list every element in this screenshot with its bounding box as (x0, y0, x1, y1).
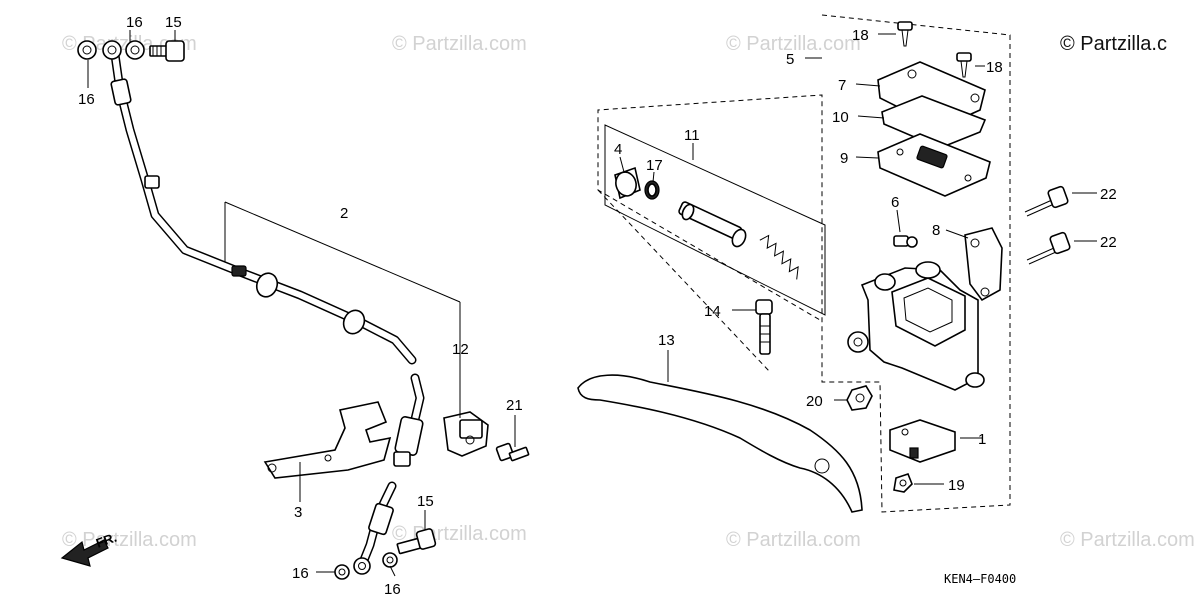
callout-19: 19 (948, 477, 965, 494)
callout-18-right: 18 (986, 59, 1003, 76)
callout-2: 2 (340, 205, 348, 222)
watermark: © Partzilla.com (392, 33, 527, 55)
holder-bolt-upper (1024, 185, 1097, 217)
callout-6: 6 (891, 194, 899, 211)
callout-4: 4 (614, 141, 622, 158)
callout-15-bottom: 15 (417, 493, 434, 510)
master-cylinder-holder (945, 227, 1003, 302)
watermark: © Partzilla.com (726, 33, 861, 55)
reservoir-bolt (893, 209, 918, 248)
callout-22-upper: 22 (1100, 186, 1117, 203)
callout-16-top: 16 (126, 14, 143, 31)
callout-9: 9 (840, 150, 848, 167)
callout-3: 3 (294, 504, 302, 521)
watermark-layer: © Partzilla.com © Partzilla.com © Partzi… (62, 33, 1195, 551)
callout-12: 12 (452, 341, 469, 358)
lever-pivot-bolt (732, 299, 773, 355)
callout-16-left: 16 (78, 91, 95, 108)
upper-brake-hose (102, 40, 417, 365)
circlip (644, 180, 660, 200)
piston-spring (759, 234, 799, 280)
bottom-fittings (334, 528, 437, 580)
cover-screw-top (897, 21, 913, 47)
master-cylinder-body (847, 261, 985, 391)
top-left-fittings (77, 40, 185, 62)
hose-stay-bracket (263, 401, 392, 479)
holder-bolt-lower (1026, 231, 1097, 265)
callout-11: 11 (684, 127, 700, 144)
piston-boot (614, 166, 641, 200)
bolt-21 (495, 442, 530, 462)
switch-screw (893, 473, 944, 493)
watermark-corner: © Partzilla.c (1060, 33, 1167, 55)
callout-17: 17 (646, 157, 663, 174)
banjo-bolt-top (149, 40, 185, 62)
watermark: © Partzilla.com (1060, 529, 1195, 551)
callout-13: 13 (658, 332, 675, 349)
callout-1: 1 (978, 431, 986, 448)
callout-5: 5 (786, 51, 794, 68)
front-direction-indicator: FR. (60, 530, 119, 567)
callout-8: 8 (932, 222, 940, 239)
pivot-nut (834, 385, 873, 411)
brake-lever (577, 350, 863, 513)
left-leader-lines (87, 30, 516, 577)
callouts: 1 2 3 4 5 6 7 8 9 10 11 12 13 14 15 15 1… (78, 14, 1117, 598)
piston (678, 201, 747, 248)
callout-22-lower: 22 (1100, 234, 1117, 251)
arrow-left-icon (60, 539, 109, 567)
callout-21: 21 (506, 397, 523, 414)
lower-brake-hose (353, 373, 425, 575)
callout-10: 10 (832, 109, 849, 126)
master-cylinder-group-outline (597, 14, 1011, 513)
banjo-bolt-bottom (396, 528, 437, 555)
callout-14: 14 (704, 303, 721, 320)
piston-kit-bracket (604, 124, 826, 316)
diaphragm (855, 133, 991, 197)
watermark: © Partzilla.com (726, 529, 861, 551)
hose-clamp (443, 411, 489, 457)
diaphragm-plate (857, 95, 987, 149)
callout-16-bottom-left: 16 (292, 565, 309, 582)
diagram-code: KEN4–F0400 (944, 572, 1016, 586)
callout-16-bottom-right: 16 (384, 581, 401, 598)
callout-18-top: 18 (852, 27, 869, 44)
direction-label: FR. (94, 530, 119, 551)
brake-light-switch (889, 419, 983, 463)
callout-15-top: 15 (165, 14, 182, 31)
upper-leader-lines (619, 143, 694, 183)
callout-20: 20 (806, 393, 823, 410)
callout-7: 7 (838, 77, 846, 94)
cover-screw-right (956, 52, 972, 78)
